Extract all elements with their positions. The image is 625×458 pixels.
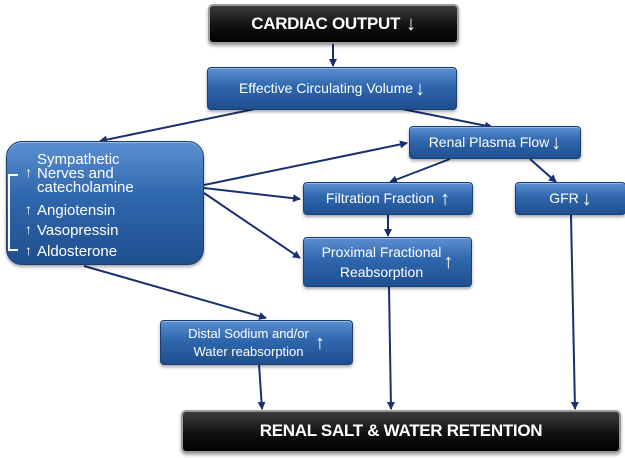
arrow-mediators-to-distal [83, 265, 267, 320]
arrow-proximal-to-outcome [386, 286, 395, 410]
mediator-aldosterone: Aldosterone [37, 243, 118, 260]
cardiac-output-label: CARDIAC OUTPUT [251, 13, 401, 33]
up-arrow-icon: ↑ [25, 201, 32, 217]
mediators-box: Sympathetic Nerves and catecholamine ↑ A… [6, 141, 204, 265]
arrow-rpf-to-gfr [529, 158, 557, 183]
effective-volume-label: Effective Circulating Volume [238, 79, 414, 96]
proximal-label-line1: Proximal Fractional [321, 244, 442, 260]
up-arrow-icon: ↑ [25, 221, 32, 237]
up-arrow-icon: ↑ [25, 242, 32, 258]
proximal-label-line2: Reabsorption [339, 264, 424, 280]
up-arrow-icon: ↑ [443, 251, 454, 273]
proximal-reabsorption-box: Proximal Fractional Reabsorption ↑ [303, 237, 472, 287]
arrow-distal-to-outcome [257, 363, 266, 410]
down-arrow-icon: ↓ [551, 131, 562, 154]
filtration-fraction-label: Filtration Fraction [325, 189, 435, 206]
mediator-angiotensin: Angiotensin [37, 202, 116, 219]
arrow-mediators-to-proximal [203, 192, 301, 259]
effective-volume-box: Effective Circulating Volume ↓ [207, 67, 457, 110]
down-arrow-icon: ↓ [406, 13, 416, 35]
arrow-rpf-to-ff [389, 158, 451, 184]
arrow-gfr-to-outcome [570, 214, 579, 410]
renal-retention-label: RENAL SALT & WATER RETENTION [259, 421, 543, 441]
gfr-box: GFR ↓ [515, 182, 625, 215]
gfr-label: GFR [549, 189, 579, 206]
arrow-mediators-to-rpf [203, 140, 408, 186]
mediator-sympathetic-line1: Sympathetic [37, 151, 120, 168]
mediator-bracket [8, 174, 18, 251]
down-arrow-icon: ↓ [581, 187, 592, 210]
cardiac-output-box: CARDIAC OUTPUT ↓ [208, 4, 459, 44]
distal-reabsorption-box: Distal Sodium and/or Water reabsorption … [160, 320, 353, 365]
renal-plasma-flow-label: Renal Plasma Flow [428, 133, 550, 150]
down-arrow-icon: ↓ [415, 77, 426, 100]
arrow-volume-to-mediators [99, 108, 256, 144]
renal-retention-box: RENAL SALT & WATER RETENTION [181, 410, 621, 453]
distal-label-line1: Distal Sodium and/or [188, 325, 309, 341]
arrow-volume-to-rpf [401, 108, 493, 130]
up-arrow-icon: ↑ [440, 187, 451, 210]
up-arrow-icon: ↑ [314, 331, 325, 354]
mediator-sympathetic-line3: catecholamine [37, 179, 134, 196]
up-arrow-icon: ↑ [25, 164, 32, 180]
mediator-vasopressin: Vasopressin [37, 222, 119, 239]
proximal-label: Proximal Fractional Reabsorption [322, 242, 442, 282]
distal-label-line2: Water reabsorption [193, 343, 304, 359]
arrow-mediators-to-ff [203, 187, 301, 203]
renal-plasma-flow-box: Renal Plasma Flow ↓ [409, 126, 581, 159]
distal-label: Distal Sodium and/or Water reabsorption [188, 325, 309, 361]
filtration-fraction-box: Filtration Fraction ↑ [303, 182, 473, 215]
mediator-sympathetic-line2: Nerves and [37, 165, 114, 182]
